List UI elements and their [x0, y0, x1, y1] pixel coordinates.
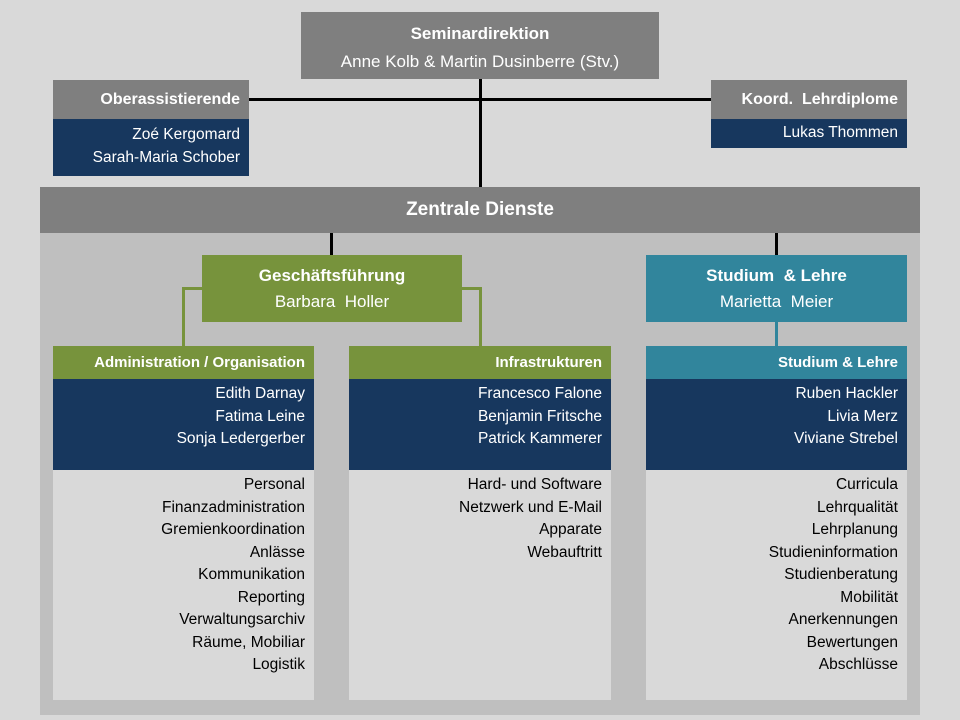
- task-item: Hard- und Software: [467, 476, 602, 493]
- column-header-infrastrukturen: Infrastrukturen: [349, 346, 611, 379]
- person-name: Patrick Kammerer: [477, 430, 602, 447]
- zentrale-dienste-header: Zentrale Dienste: [40, 187, 920, 233]
- column-header-administration: Administration / Organisation: [53, 346, 314, 379]
- connector-to-geschaeftsfuehrung: [330, 233, 333, 255]
- oberassistierende-list: Zoé Kergomard Sarah-Maria Schober: [53, 119, 249, 176]
- person-name: Benjamin Fritsche: [477, 407, 602, 425]
- person-name: Edith Darnay: [215, 385, 305, 402]
- column-tasks-infrastrukturen: Hard- und Software Netzwerk und E-Mail A…: [349, 470, 611, 700]
- task-item: Gremienkoordination: [161, 521, 305, 538]
- studium-lehre-title: Studium & Lehre: [706, 266, 847, 285]
- task-item: Curricula: [835, 476, 898, 493]
- teal-connector: [775, 322, 778, 346]
- task-item: Personal: [243, 476, 305, 493]
- geschaeftsfuehrung-person: Barbara Holler: [274, 292, 390, 311]
- task-item: Logistik: [252, 656, 305, 673]
- column-tasks-studium-lehre: Curricula Lehrqualität Lehrplanung Studi…: [646, 470, 907, 700]
- task-item: Webauftritt: [527, 543, 602, 561]
- person-name: Ruben Hackler: [795, 385, 898, 402]
- green-connector-right-v: [479, 287, 482, 346]
- seminardirektion-people: Anne Kolb & Martin Dusinberre (Stv.): [340, 52, 620, 71]
- task-item: Anerkennungen: [788, 611, 898, 628]
- task-item: Reporting: [237, 588, 305, 606]
- green-connector-left-v: [182, 287, 185, 346]
- person-name: Fatima Leine: [215, 407, 305, 425]
- connector-vertical-main: [479, 79, 482, 187]
- oberassistierende-header: Oberassistierende: [53, 80, 249, 119]
- studium-lehre-box: Studium & Lehre Marietta Meier: [646, 255, 907, 322]
- column-people-administration: Edith Darnay Fatima Leine Sonja Lederger…: [53, 379, 314, 470]
- connector-to-studium-lehre: [775, 233, 778, 255]
- geschaeftsfuehrung-box: Geschäftsführung Barbara Holler: [202, 255, 462, 322]
- seminardirektion-box: Seminardirektion Anne Kolb & Martin Dusi…: [301, 12, 659, 79]
- task-item: Netzwerk und E-Mail: [459, 498, 602, 516]
- task-item: Lehrplanung: [811, 521, 898, 538]
- person-name: Sarah-Maria Schober: [92, 149, 240, 166]
- task-item: Lehrqualität: [816, 498, 898, 516]
- green-connector-right-h: [462, 287, 482, 290]
- task-item: Studieninformation: [768, 543, 898, 561]
- person-name: Livia Merz: [827, 407, 898, 425]
- person-name: Sonja Ledergerber: [176, 430, 305, 447]
- person-name: Zoé Kergomard: [132, 126, 240, 143]
- column-header-studium-lehre: Studium & Lehre: [646, 346, 907, 379]
- studium-lehre-person: Marietta Meier: [719, 292, 834, 311]
- seminardirektion-title: Seminardirektion: [410, 24, 550, 43]
- task-item: Anlässe: [249, 543, 305, 561]
- column-people-studium-lehre: Ruben Hackler Livia Merz Viviane Strebel: [646, 379, 907, 470]
- task-item: Bewertungen: [806, 633, 898, 651]
- task-item: Apparate: [539, 521, 602, 538]
- green-connector-left-h: [182, 287, 202, 290]
- koordination-header: Koord. Lehrdiplome: [711, 80, 907, 119]
- person-name: Francesco Falone: [477, 385, 602, 402]
- person-name: Viviane Strebel: [794, 430, 898, 447]
- column-tasks-administration: Personal Finanzadministration Gremienkoo…: [53, 470, 314, 700]
- column-people-infrastrukturen: Francesco Falone Benjamin Fritsche Patri…: [349, 379, 611, 470]
- task-item: Verwaltungsarchiv: [179, 611, 305, 628]
- person-name: Lukas Thommen: [782, 124, 898, 141]
- task-item: Kommunikation: [198, 566, 305, 583]
- task-item: Studienberatung: [784, 566, 898, 583]
- task-item: Abschlüsse: [818, 656, 898, 673]
- task-item: Finanzadministration: [161, 498, 305, 516]
- task-item: Mobilität: [840, 588, 898, 606]
- task-item: Räume, Mobiliar: [192, 633, 305, 651]
- koordination-list: Lukas Thommen: [711, 119, 907, 148]
- geschaeftsfuehrung-title: Geschäftsführung: [258, 266, 406, 285]
